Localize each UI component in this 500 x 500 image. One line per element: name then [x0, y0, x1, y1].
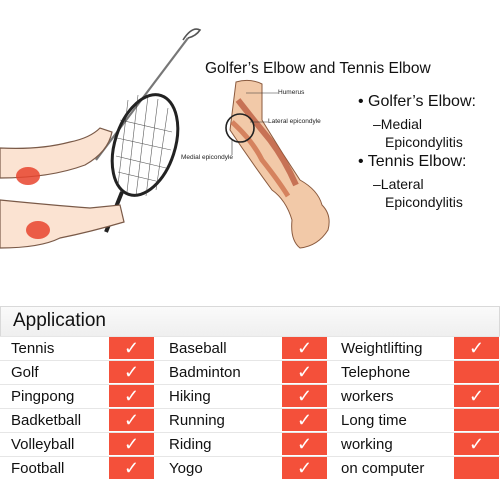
application-item: workers: [330, 384, 500, 408]
application-item: Telephone: [330, 360, 500, 384]
tennis-elbow-detail-2: Epicondylitis: [385, 194, 463, 210]
application-item: Golf: [0, 360, 158, 384]
check-mark-icon: ✓: [109, 457, 154, 479]
application-item: Tennis: [0, 336, 158, 360]
application-item: Badketball: [0, 408, 158, 432]
bullet-golfers-elbow: • Golfer’s Elbow:: [358, 93, 476, 110]
lateral-epicondyle-label: Lateral epicondyle: [268, 118, 321, 125]
check-mark-icon: [454, 409, 499, 431]
check-mark-icon: ✓: [282, 433, 327, 455]
application-title: Application: [13, 310, 106, 331]
check-mark-icon: ✓: [282, 337, 327, 359]
check-mark-icon: [454, 457, 499, 479]
check-mark-icon: ✓: [454, 385, 499, 407]
check-mark-icon: [454, 361, 499, 383]
application-header: Application: [0, 306, 500, 336]
check-mark-icon: ✓: [282, 409, 327, 431]
application-table: Application Tennis✓Golf✓Pingpong✓Badketb…: [0, 306, 500, 484]
check-mark-icon: ✓: [282, 385, 327, 407]
elbow-illustration: [0, 28, 330, 249]
application-item: Football: [0, 456, 158, 480]
elbow-highlight-circle: [225, 113, 255, 143]
check-mark-icon: ✓: [109, 361, 154, 383]
humerus-label: Humerus: [278, 89, 305, 96]
tennis-elbow-detail-1: –Lateral: [373, 176, 424, 192]
golfers-elbow-detail-2: Epicondylitis: [385, 134, 463, 150]
check-mark-icon: ✓: [282, 361, 327, 383]
medial-epicondyle-label: Medial epicondyle: [181, 154, 234, 161]
tennis-racket: [110, 93, 180, 197]
elbow-pain-spot-top: [16, 167, 40, 185]
application-item: on computer: [330, 456, 500, 480]
check-mark-icon: ✓: [109, 385, 154, 407]
check-mark-icon: ✓: [454, 337, 499, 359]
check-mark-icon: ✓: [109, 433, 154, 455]
illustration-title: Golfer’s Elbow and Tennis Elbow: [205, 60, 431, 77]
application-item: Riding: [158, 432, 330, 456]
application-item: Badminton: [158, 360, 330, 384]
check-mark-icon: ✓: [454, 433, 499, 455]
application-item: Long time: [330, 408, 500, 432]
bullet-tennis-elbow: • Tennis Elbow:: [358, 153, 467, 170]
golf-club-head: [182, 28, 202, 41]
application-item: Yogo: [158, 456, 330, 480]
golfers-elbow-detail-1: –Medial: [373, 116, 423, 132]
application-item: Weightlifting: [330, 336, 500, 360]
elbow-pain-spot-bottom: [26, 221, 50, 239]
check-mark-icon: ✓: [109, 409, 154, 431]
application-item: Pingpong: [0, 384, 158, 408]
check-mark-icon: ✓: [109, 337, 154, 359]
application-item: Baseball: [158, 336, 330, 360]
application-item: Running: [158, 408, 330, 432]
application-item: working: [330, 432, 500, 456]
application-item: Volleyball: [0, 432, 158, 456]
check-mark-icon: ✓: [282, 457, 327, 479]
application-item: Hiking: [158, 384, 330, 408]
